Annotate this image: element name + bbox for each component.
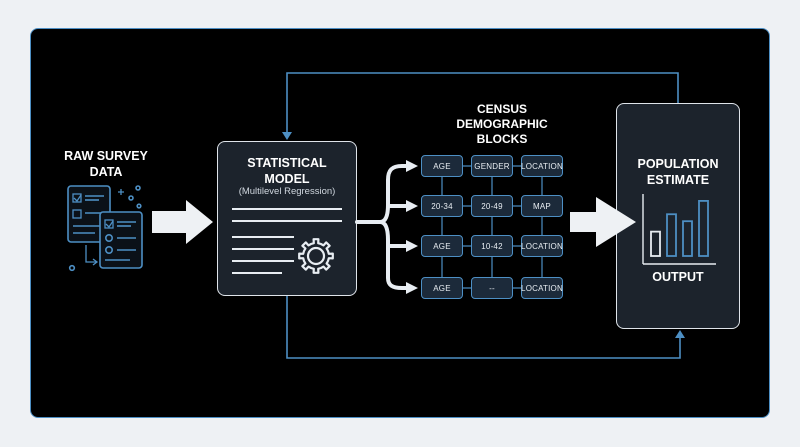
bar-chart-bar xyxy=(682,220,693,257)
bar-chart-bar xyxy=(650,230,661,257)
census-title-line2: DEMOGRAPHIC xyxy=(456,117,548,131)
census-cell: 20-34 xyxy=(421,195,463,217)
census-cell: LOCATION xyxy=(521,155,563,177)
output-title: POPULATION ESTIMATE xyxy=(617,156,739,188)
model-title: STATISTICAL MODEL xyxy=(218,155,356,187)
input-title: RAW SURVEY DATA xyxy=(50,148,162,180)
feedback-loop-top xyxy=(286,72,679,136)
census-title-line3: BLOCKS xyxy=(476,132,528,146)
census-cell: AGE xyxy=(421,277,463,299)
statistical-model-card: STATISTICAL MODEL (Multilevel Regression… xyxy=(217,141,357,296)
model-subtitle: (Multilevel Regression) xyxy=(238,186,336,197)
census-title-line1: CENSUS xyxy=(476,102,527,116)
input-title-line1: RAW SURVEY xyxy=(64,149,148,163)
census-title: CENSUS DEMOGRAPHIC BLOCKS xyxy=(440,102,564,147)
bar-chart-bar xyxy=(666,213,677,257)
census-cell: 20-49 xyxy=(471,195,513,217)
feedback-arrowhead-top xyxy=(282,132,292,140)
output-title-line1: POPULATION xyxy=(637,157,719,171)
population-estimate-card: POPULATION ESTIMATE OUTPUT xyxy=(616,103,740,329)
input-title-line2: DATA xyxy=(89,165,123,179)
model-title-line2: MODEL xyxy=(264,172,310,186)
output-footer: OUTPUT xyxy=(652,270,704,284)
census-cell: 10-42 xyxy=(471,235,513,257)
feedback-loop-bottom xyxy=(286,296,681,359)
census-cell: LOCATION xyxy=(521,235,563,257)
branch-arrowheads xyxy=(406,160,418,294)
census-cell: AGE xyxy=(421,235,463,257)
survey-form-icon xyxy=(67,185,143,272)
gear-icon xyxy=(298,238,334,274)
census-cell: GENDER xyxy=(471,155,513,177)
census-cell: AGE xyxy=(421,155,463,177)
feedback-arrowhead-bottom xyxy=(675,330,685,338)
bar-chart-icon xyxy=(642,194,716,265)
output-title-line2: ESTIMATE xyxy=(646,173,710,187)
bar-chart-bar xyxy=(698,199,709,257)
census-cell: LOCATION xyxy=(521,277,563,299)
branch-connector xyxy=(355,164,410,290)
census-cell: MAP xyxy=(521,195,563,217)
grid-lines xyxy=(441,165,543,289)
model-title-line1: STATISTICAL xyxy=(247,156,327,170)
arrow-survey-to-model xyxy=(152,200,213,244)
census-cell: -- xyxy=(471,277,513,299)
arrow-census-to-output xyxy=(570,197,636,247)
